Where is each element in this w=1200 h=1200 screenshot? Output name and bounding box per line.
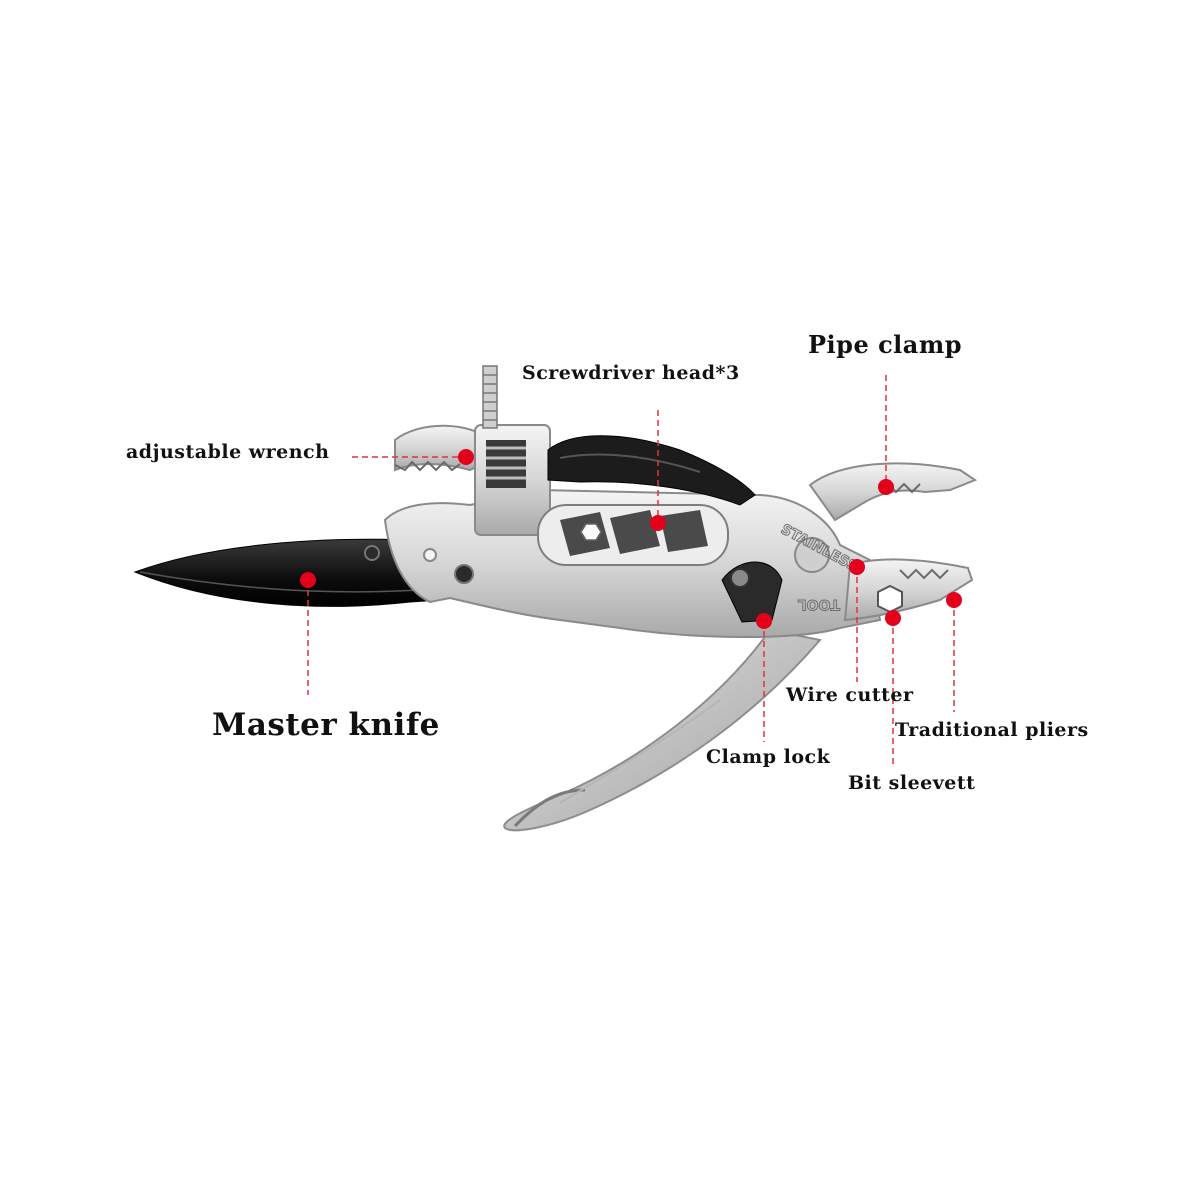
label-wire-cutter: Wire cutter bbox=[786, 684, 914, 706]
hex-bit-end bbox=[580, 523, 602, 541]
label-master-knife: Master knife bbox=[212, 707, 440, 743]
bit-sleeve-hole bbox=[877, 584, 903, 614]
handle-grip bbox=[513, 788, 586, 828]
callout-marker bbox=[458, 449, 474, 465]
callout-marker bbox=[885, 610, 901, 626]
wrench-teeth bbox=[394, 460, 461, 472]
label-adjustable-wrench: adjustable wrench bbox=[126, 441, 330, 463]
lower-handle bbox=[503, 628, 822, 832]
label-bit-sleeve: Bit sleevett bbox=[848, 772, 976, 794]
callout-marker bbox=[650, 515, 666, 531]
pipe-clamp-jaw bbox=[808, 462, 978, 522]
label-pipe-clamp: Pipe clamp bbox=[808, 330, 963, 359]
label-traditional-pliers: Traditional pliers bbox=[895, 719, 1089, 741]
blade-pivot bbox=[364, 545, 380, 561]
callout-marker bbox=[849, 559, 865, 575]
engraving-tool: TOOL bbox=[798, 596, 840, 612]
wrench-rack bbox=[482, 365, 498, 429]
callout-marker bbox=[300, 572, 316, 588]
callout-marker bbox=[946, 592, 962, 608]
label-screwdriver-head: Screwdriver head*3 bbox=[522, 362, 740, 384]
upper-handle bbox=[547, 435, 756, 506]
pliers-jaw bbox=[843, 558, 974, 622]
callout-marker bbox=[756, 613, 772, 629]
callout-marker bbox=[878, 479, 894, 495]
main-pivot bbox=[794, 537, 830, 573]
label-clamp-lock: Clamp lock bbox=[706, 746, 831, 768]
